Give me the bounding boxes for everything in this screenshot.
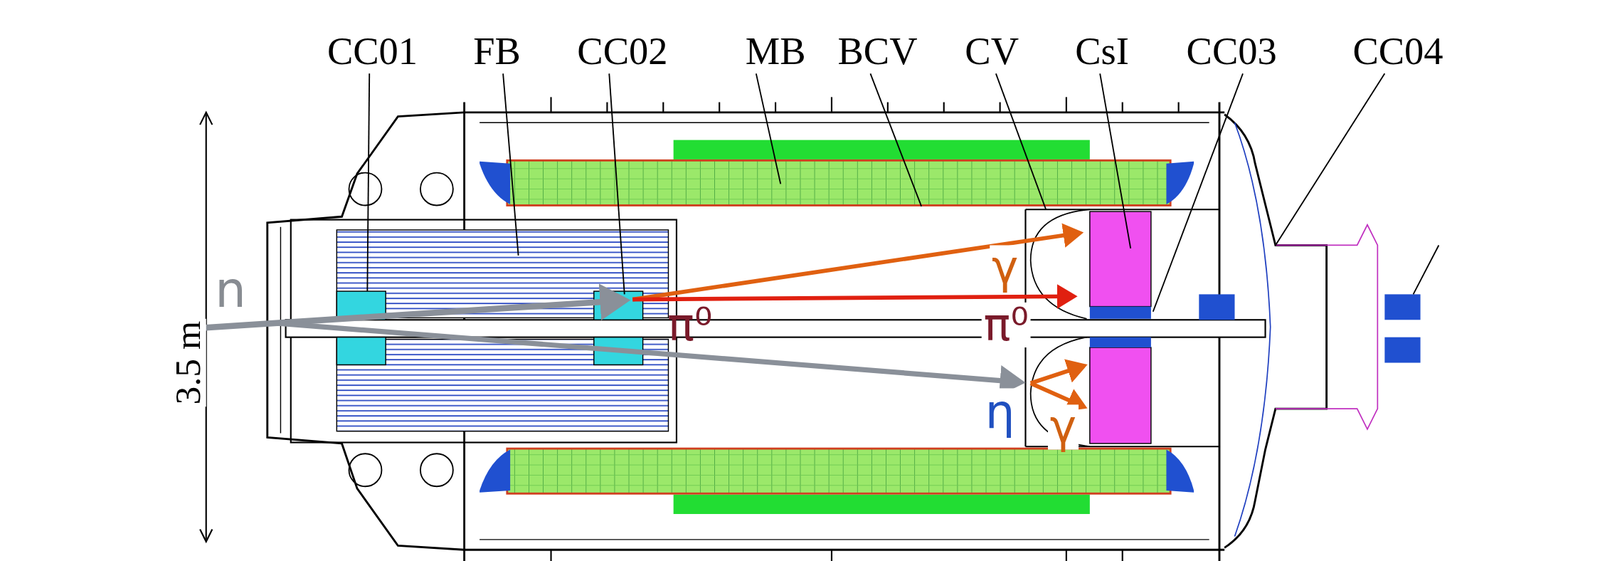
part-label: CV (964, 31, 1019, 71)
particle-label: γ (1047, 404, 1079, 449)
dimension-label: 3.5 m (169, 318, 207, 407)
particle-label: π⁰ (667, 302, 713, 348)
part-label: CC01 (327, 31, 418, 71)
part-label: FB (473, 31, 521, 71)
part-label: CC04 (1352, 31, 1443, 71)
part-label: MB (745, 31, 807, 71)
particle-label: π⁰ (981, 302, 1031, 348)
particle-label: η (983, 387, 1018, 435)
particle-label: n (214, 264, 247, 314)
part-label: CC02 (576, 31, 668, 71)
part-label: CC03 (1186, 31, 1278, 71)
part-label: BCV (837, 31, 918, 71)
particle-label: γ (989, 244, 1021, 290)
part-label: CsI (1074, 31, 1130, 71)
